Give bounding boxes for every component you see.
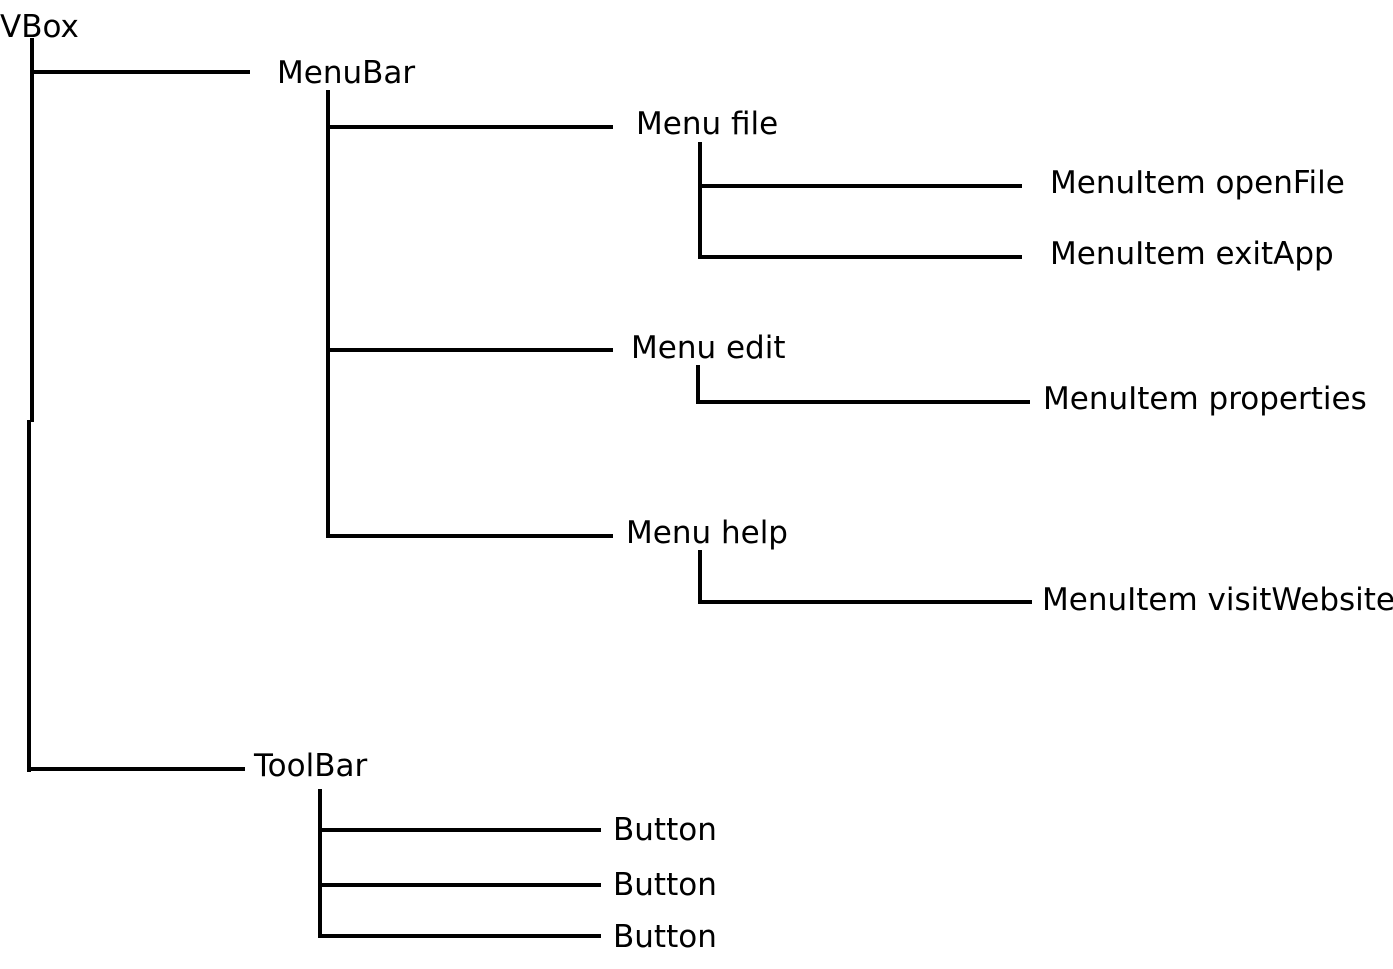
connector-menu-file-trunk	[698, 142, 702, 259]
connector-toolbar-to-button-3	[318, 934, 601, 938]
connector-menu-help-to-visitwebsite	[698, 600, 1032, 604]
connector-toolbar-to-button-2	[318, 883, 601, 887]
node-label-vbox: VBox	[0, 9, 79, 45]
node-label-menuitem-exitapp: MenuItem exitApp	[1050, 236, 1334, 272]
node-label-button-2: Button	[613, 867, 717, 903]
node-label-menuitem-visitwebsite: MenuItem visitWebsite	[1042, 582, 1393, 618]
connector-vbox-trunk-lower	[27, 420, 31, 772]
connector-vbox-trunk-upper	[30, 38, 34, 422]
node-label-menubar: MenuBar	[277, 55, 416, 91]
node-label-button-1: Button	[613, 812, 717, 848]
connector-menu-file-to-exitapp	[698, 255, 1022, 259]
connector-vbox-to-menubar	[30, 70, 250, 74]
connector-menu-edit-trunk	[696, 365, 700, 404]
connector-menu-file-to-openfile	[698, 184, 1022, 188]
node-label-menuitem-properties: MenuItem properties	[1043, 381, 1367, 417]
connector-toolbar-to-button-1	[318, 828, 601, 832]
connector-menu-edit-to-properties	[696, 400, 1030, 404]
connector-menubar-to-menu-help	[326, 534, 613, 538]
node-label-menu-edit: Menu edit	[631, 330, 786, 366]
connector-menu-help-trunk	[698, 550, 702, 604]
connector-menubar-to-menu-file	[326, 125, 613, 129]
connector-menubar-trunk	[326, 90, 330, 538]
connector-menubar-to-menu-edit	[326, 348, 613, 352]
node-label-menuitem-openfile: MenuItem openFile	[1050, 165, 1345, 201]
node-label-menu-file: Menu file	[636, 106, 779, 142]
connector-toolbar-trunk	[318, 789, 322, 938]
connector-vbox-to-toolbar	[27, 767, 245, 771]
node-label-menu-help: Menu help	[626, 515, 788, 551]
node-label-button-3: Button	[613, 919, 717, 955]
node-label-toolbar: ToolBar	[254, 748, 368, 784]
